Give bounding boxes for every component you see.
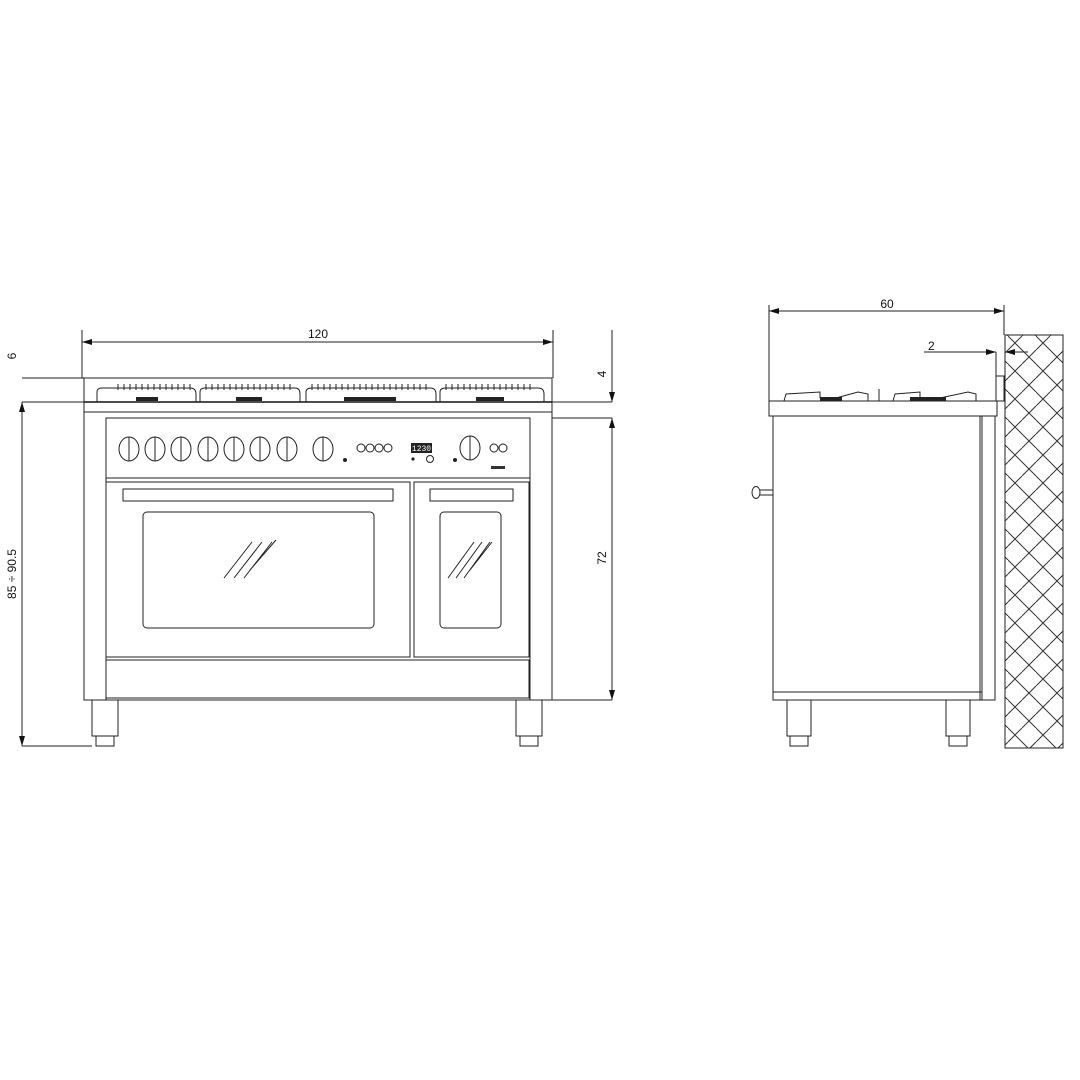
knob[interactable] <box>312 436 334 462</box>
push-button[interactable] <box>383 443 393 453</box>
pan-supports <box>96 384 545 402</box>
side-knob <box>751 486 774 499</box>
leg <box>515 699 543 737</box>
legs <box>91 699 543 747</box>
burner <box>344 397 396 401</box>
front-view: 120 6 85 ÷ 90.5 4 72 <box>5 327 615 747</box>
depth-dimension: 60 <box>768 297 1005 401</box>
total-height-label: 85 ÷ 90.5 <box>5 549 19 599</box>
left-dimensions: 6 85 ÷ 90.5 <box>5 352 612 747</box>
leg-foot <box>789 735 809 747</box>
side-body <box>772 415 983 701</box>
front-panel <box>105 417 531 701</box>
push-button[interactable] <box>374 443 384 453</box>
wall <box>1004 334 1064 749</box>
depth-label: 60 <box>880 297 894 311</box>
leg-foot <box>948 735 968 747</box>
leg <box>945 699 971 737</box>
timer-button[interactable] <box>426 455 434 463</box>
storage-drawer[interactable] <box>105 659 530 699</box>
burner <box>910 397 946 401</box>
back-splash <box>995 375 1005 402</box>
glass-reflection <box>223 539 277 579</box>
body-height-label: 72 <box>595 551 609 565</box>
clock-display <box>411 443 432 453</box>
leg <box>786 699 812 737</box>
side-legs <box>786 699 971 747</box>
knob[interactable] <box>276 436 298 462</box>
burner <box>136 397 158 401</box>
push-button[interactable] <box>365 443 375 453</box>
leg-foot <box>95 735 115 747</box>
width-dimension: 120 <box>81 327 554 378</box>
oven-handle[interactable] <box>122 488 394 502</box>
rear-panel <box>979 415 996 701</box>
indicator-light <box>343 458 347 462</box>
push-button[interactable] <box>498 443 508 453</box>
brand-logo <box>491 466 505 469</box>
burner <box>236 397 262 401</box>
indicator-light <box>411 457 415 461</box>
oven-window <box>142 511 375 629</box>
burner <box>820 397 842 401</box>
leg <box>91 699 119 737</box>
burners <box>136 397 504 401</box>
glass-reflection <box>447 541 493 579</box>
side-cooktop <box>768 375 1005 417</box>
main-oven-door[interactable] <box>105 481 411 658</box>
knob[interactable] <box>223 436 245 462</box>
knob[interactable] <box>144 436 166 462</box>
knob[interactable] <box>170 436 192 462</box>
hob-thickness-label: 4 <box>595 370 609 377</box>
knob[interactable] <box>249 436 271 462</box>
knob[interactable] <box>197 436 219 462</box>
width-label: 120 <box>308 327 328 341</box>
push-button[interactable] <box>489 443 499 453</box>
push-button[interactable] <box>356 443 366 453</box>
oven-handle[interactable] <box>429 488 514 502</box>
knob[interactable] <box>118 436 140 462</box>
hob-offset-label: 6 <box>5 352 19 359</box>
side-oven-door[interactable] <box>413 481 530 658</box>
burner <box>476 397 504 401</box>
indicator-light <box>453 458 457 462</box>
clock-readout: 1230 <box>412 445 431 454</box>
side-view: 60 2 <box>751 297 1064 749</box>
right-dimensions: 4 72 <box>552 330 615 701</box>
control-panel: 1230 <box>105 417 531 479</box>
leg-foot <box>519 735 539 747</box>
oven-window <box>439 511 502 629</box>
wall-gap-label: 2 <box>928 339 935 353</box>
cooktop <box>83 377 553 413</box>
knob[interactable] <box>459 435 481 461</box>
